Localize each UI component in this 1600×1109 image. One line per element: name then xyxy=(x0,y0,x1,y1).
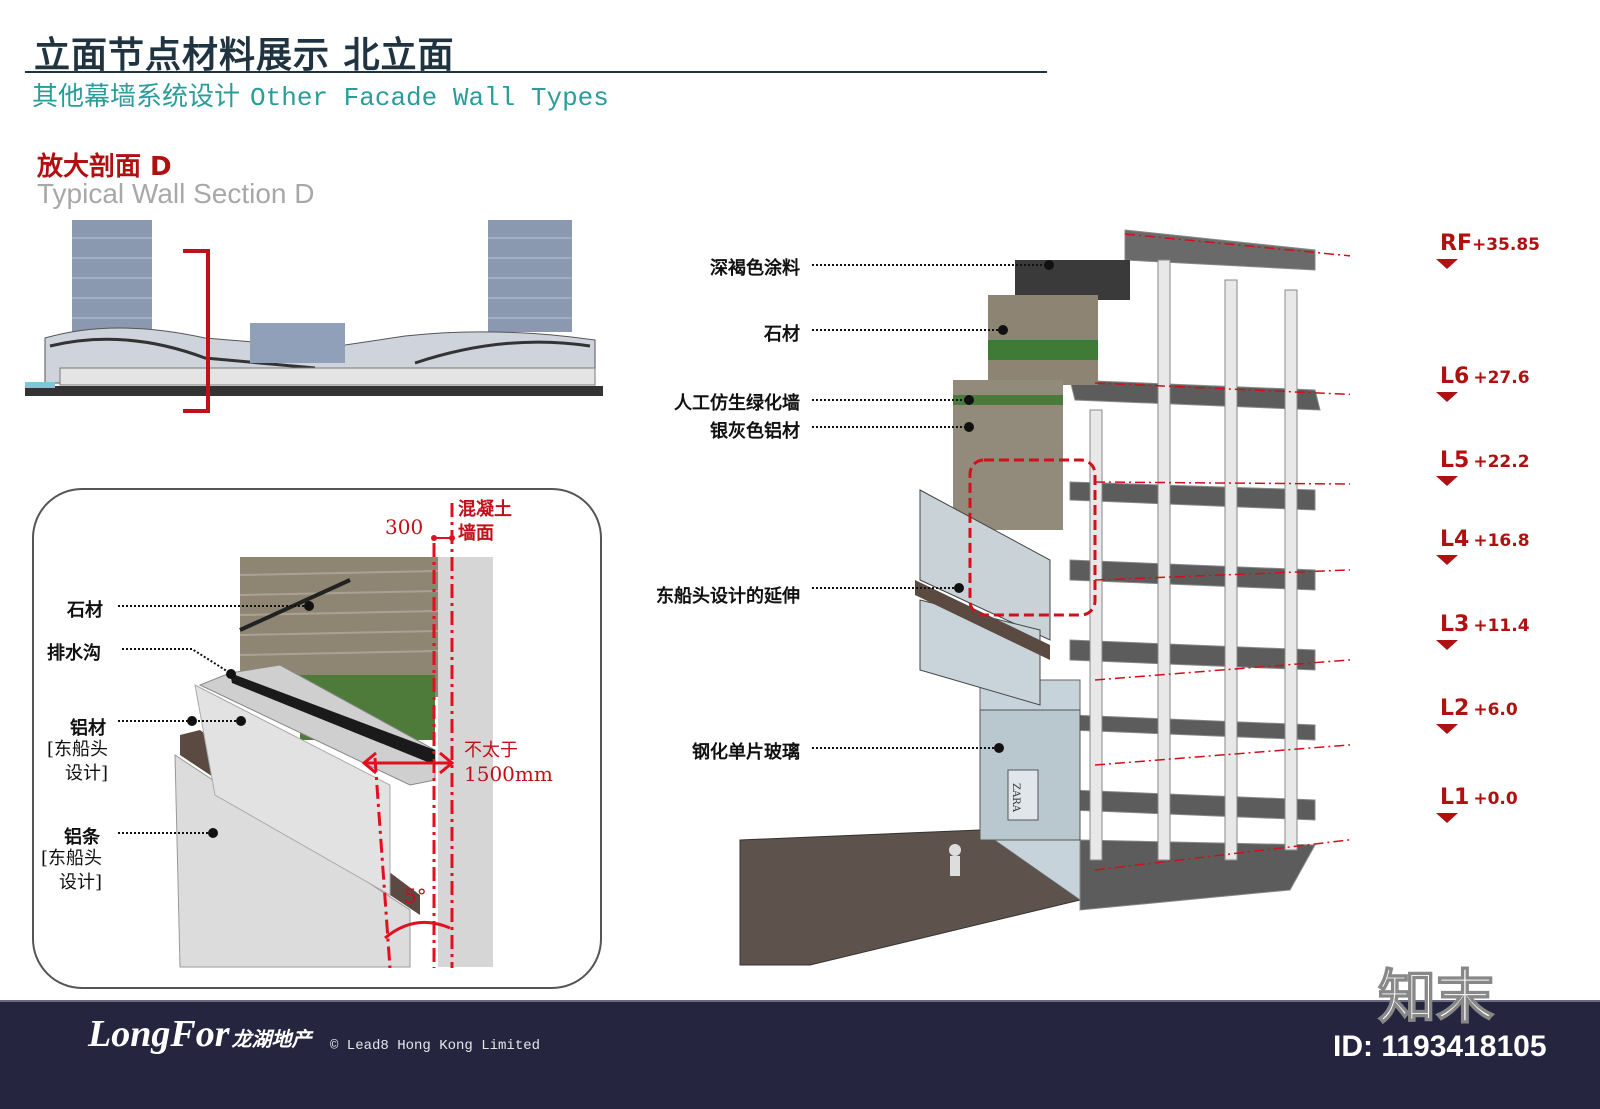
level-value: +27.6 xyxy=(1473,368,1530,388)
level-value: +16.8 xyxy=(1473,531,1530,551)
note-line: 设计] xyxy=(58,872,102,893)
copyright: © Lead8 Hong Kong Limited xyxy=(330,1038,541,1054)
label-dark-brown-paint: 深褐色涂料 xyxy=(710,258,800,279)
label-stone: 石材 xyxy=(764,324,800,345)
footer-bar xyxy=(0,1000,1600,1109)
level-name: L1 xyxy=(1440,785,1470,810)
concrete-wall-label-2: 墙面 xyxy=(458,523,494,544)
angle-label: 5° xyxy=(404,884,427,908)
level-l6: L6+27.6 xyxy=(1440,364,1530,389)
detail-section-drawing xyxy=(174,557,493,968)
level-value: +35.85 xyxy=(1471,235,1540,255)
label-green-wall: 人工仿生绿化墙 xyxy=(674,393,800,414)
detail-note-aluminum-strip: [东船头设计] xyxy=(34,847,102,895)
detail-note-aluminum: [东船头设计] xyxy=(40,738,108,786)
section-title-cn: 放大剖面 D xyxy=(37,152,172,182)
detail-label-aluminum-strip: 铝条 xyxy=(64,827,100,848)
level-l4: L4+16.8 xyxy=(1440,527,1530,552)
level-value: +6.0 xyxy=(1473,700,1518,720)
level-markers xyxy=(1436,259,1458,823)
level-name: L5 xyxy=(1440,448,1470,473)
level-name: L3 xyxy=(1440,612,1470,637)
detail-dimension-lines xyxy=(361,503,455,969)
max-dim-label-1: 不太于 xyxy=(464,740,518,761)
level-name: RF xyxy=(1440,231,1472,256)
level-l3: L3+11.4 xyxy=(1440,612,1530,637)
store-sign: ZARA xyxy=(1010,783,1021,812)
detail-label-gutter: 排水沟 xyxy=(47,643,101,664)
level-triangle-icon xyxy=(1436,259,1458,269)
level-value: +11.4 xyxy=(1473,616,1530,636)
dim-300: 300 xyxy=(385,515,424,539)
concrete-wall-label-1: 混凝土 xyxy=(458,499,512,520)
note-line: [东船头 xyxy=(46,739,108,760)
detail-label-aluminum: 铝材 xyxy=(70,718,106,739)
level-value: +0.0 xyxy=(1473,789,1518,809)
level-name: L4 xyxy=(1440,527,1470,552)
max-dim-label-2: 1500mm xyxy=(464,762,553,786)
level-triangle-icon xyxy=(1436,392,1458,402)
subtitle-cn: 其他幕墙系统设计 xyxy=(32,82,241,112)
level-l5: L5+22.2 xyxy=(1440,448,1530,473)
label-east-bow-extension: 东船头设计的延伸 xyxy=(656,586,800,607)
level-name: L6 xyxy=(1440,364,1470,389)
level-l1: L1+0.0 xyxy=(1440,785,1518,810)
section-title-en: Typical Wall Section D xyxy=(37,178,315,209)
page-subtitle: 其他幕墙系统设计 Other Facade Wall Types xyxy=(32,76,609,113)
level-triangle-icon xyxy=(1436,555,1458,565)
page-title: 立面节点材料展示 北立面 xyxy=(34,35,455,76)
level-value: +22.2 xyxy=(1473,452,1530,472)
note-line: [东船头 xyxy=(40,848,102,869)
note-line: 设计] xyxy=(64,763,108,784)
detail-label-stone: 石材 xyxy=(67,600,103,621)
level-rf: RF+35.85 xyxy=(1440,231,1540,256)
detail-panel xyxy=(32,488,602,989)
logo-text: LongFor xyxy=(88,1013,230,1055)
level-name: L2 xyxy=(1440,696,1470,721)
subtitle-en: Other Facade Wall Types xyxy=(250,83,609,113)
label-tempered-glass: 钢化单片玻璃 xyxy=(692,742,800,763)
label-silver-aluminum: 银灰色铝材 xyxy=(710,421,800,442)
level-triangle-icon xyxy=(1436,640,1458,650)
title-divider xyxy=(25,71,1047,73)
watermark-logo: 知末 xyxy=(1377,962,1495,1032)
image-id: ID: 1193418105 xyxy=(1333,1030,1547,1063)
level-triangle-icon xyxy=(1436,813,1458,823)
building-leader-lines xyxy=(812,260,1054,753)
level-l2: L2+6.0 xyxy=(1440,696,1518,721)
level-triangle-icon xyxy=(1436,724,1458,734)
detail-leader-lines xyxy=(118,601,314,838)
logo-cn: 龙湖地产 xyxy=(231,1029,312,1051)
elevation-drawing xyxy=(25,220,603,413)
building-axonometric xyxy=(739,229,1350,966)
level-triangle-icon xyxy=(1436,476,1458,486)
